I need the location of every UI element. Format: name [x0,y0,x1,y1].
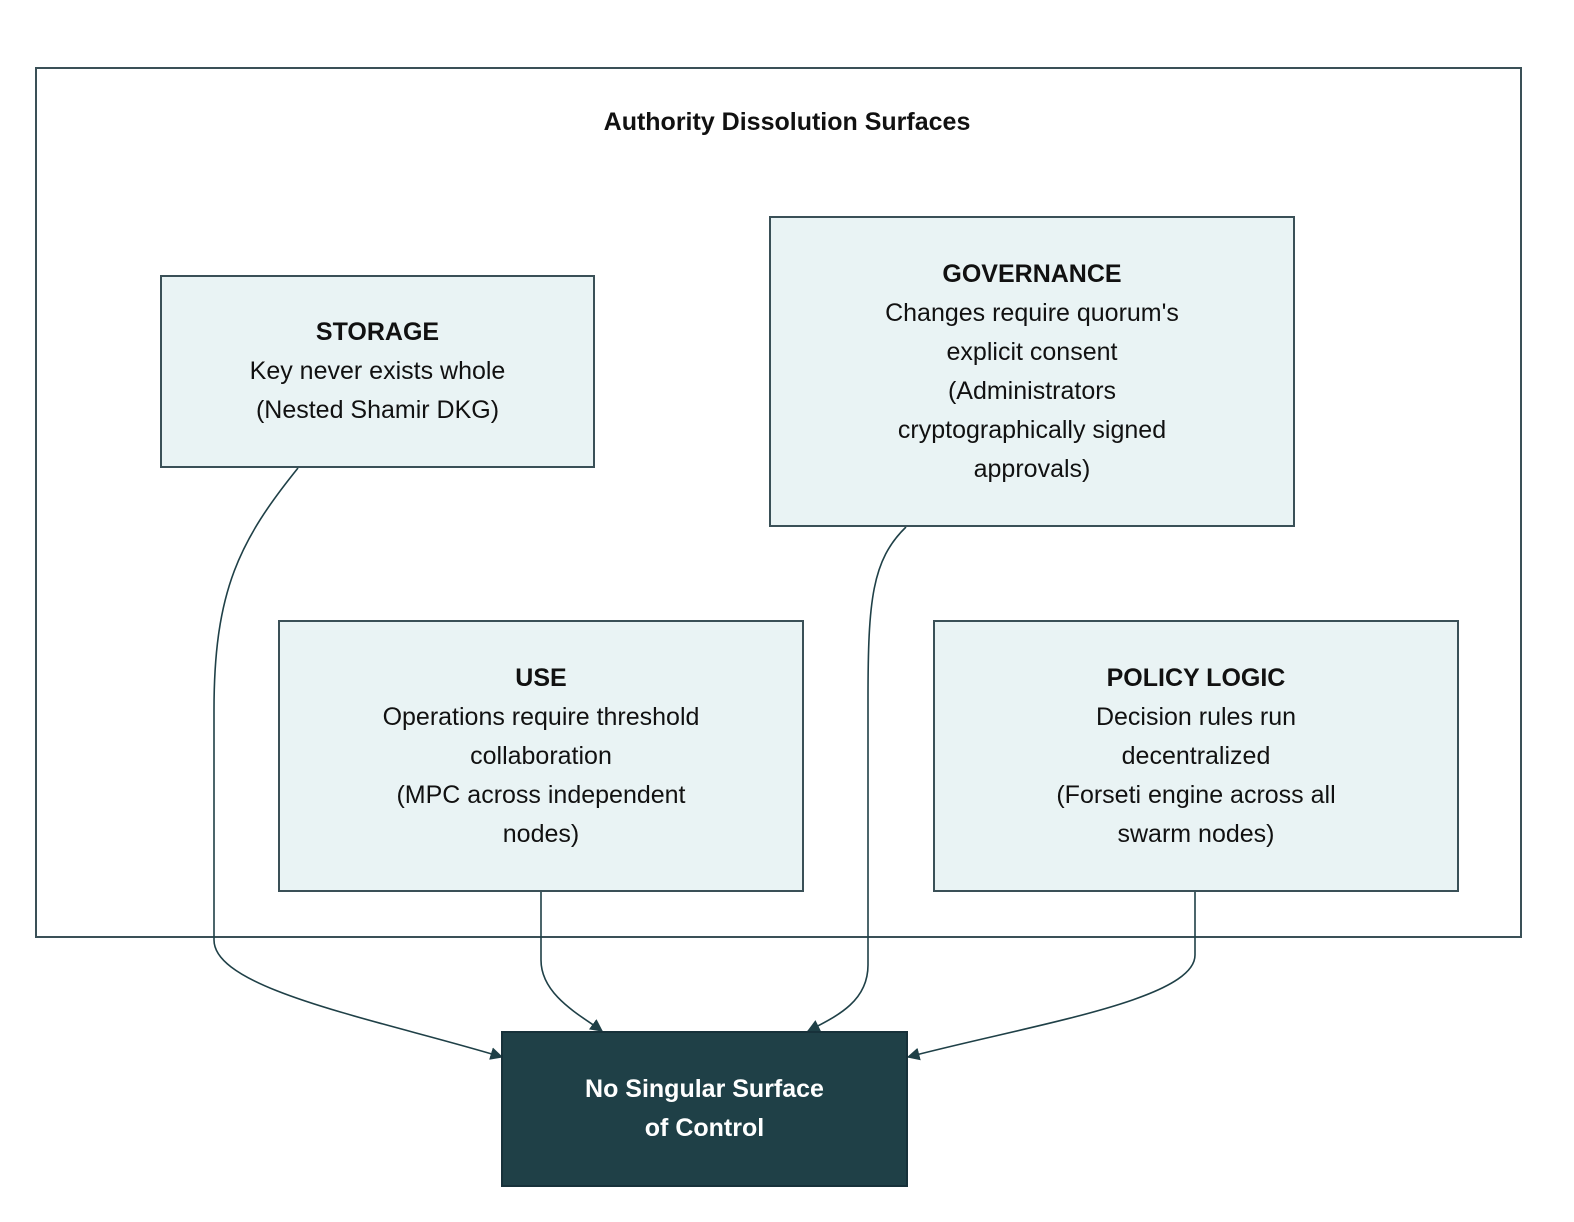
node-use-title: USE [515,663,567,692]
node-governance-line: (Administrators [947,376,1117,405]
node-policy-logic: POLICY LOGIC Decision rules run decentra… [933,620,1459,892]
cluster-authority-dissolution-surfaces [35,67,1522,938]
node-governance-title: GOVERNANCE [942,259,1122,288]
node-governance-line: Changes require quorum's [885,298,1179,327]
node-use: USE Operations require threshold collabo… [278,620,804,892]
node-storage-title: STORAGE [315,318,440,346]
node-no-singular-surface: No Singular Surface of Control [501,1031,908,1187]
node-storage-line: (Nested Shamir DKG) [255,396,500,424]
node-governance-line: cryptographically signed [897,415,1167,444]
node-use-line: (MPC across independent [396,780,686,809]
node-policy-logic-line: (Forseti engine across all [1056,780,1336,809]
node-use-line: nodes) [502,819,580,848]
node-governance: GOVERNANCE Changes require quorum's expl… [769,216,1295,527]
node-governance-line: approvals) [973,454,1091,483]
node-policy-logic-line: Decision rules run [1095,702,1297,731]
node-policy-logic-title: POLICY LOGIC [1106,663,1286,692]
node-governance-line: explicit consent [946,337,1118,366]
node-result-line: of Control [644,1114,765,1142]
node-use-line: Operations require threshold [382,702,700,731]
node-storage-line: Key never exists whole [249,357,506,385]
node-use-line: collaboration [470,741,612,770]
cluster-title: Authority Dissolution Surfaces [603,108,971,136]
node-policy-logic-line: swarm nodes) [1117,819,1275,848]
node-storage: STORAGE Key never exists whole (Nested S… [160,275,595,468]
node-result-line: No Singular Surface [585,1075,824,1103]
node-policy-logic-line: decentralized [1121,741,1271,770]
